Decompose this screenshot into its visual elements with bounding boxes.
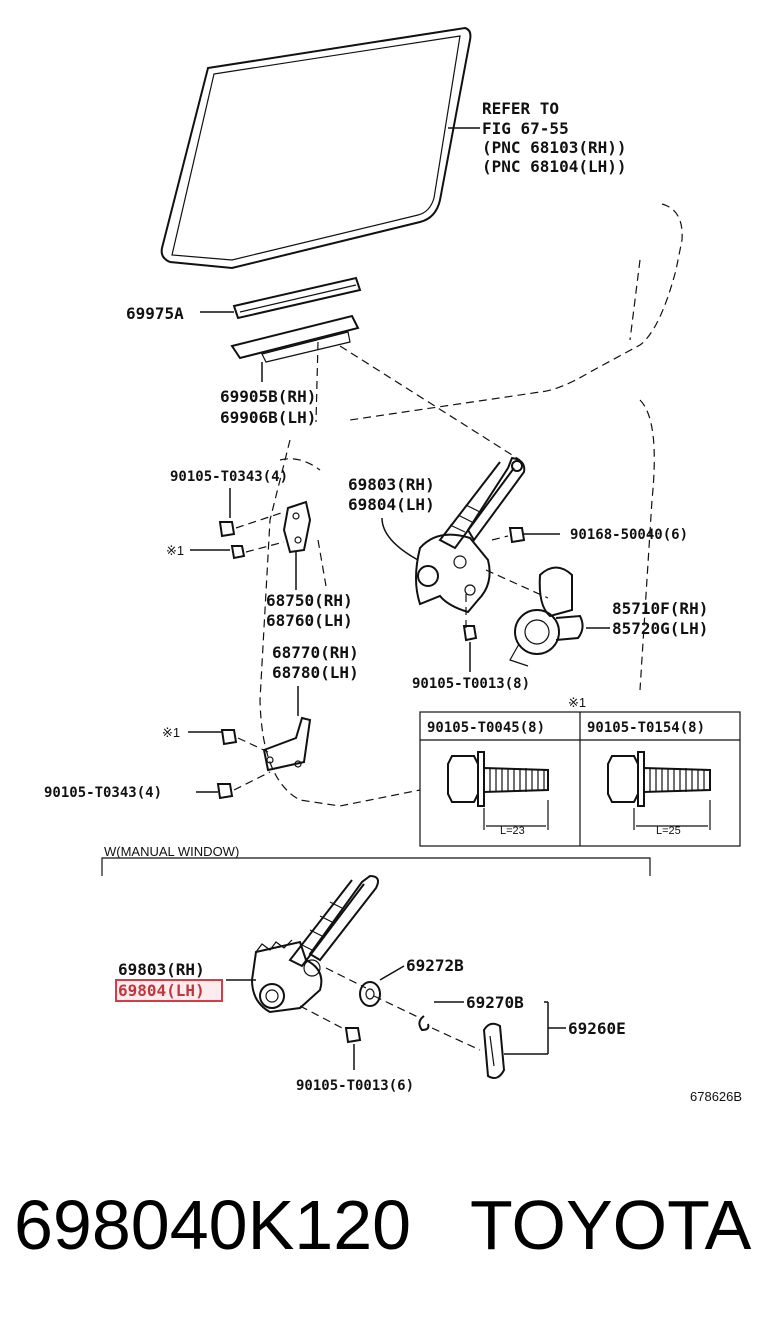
label-refer-1: REFER TO bbox=[482, 99, 559, 118]
weatherstrip-outer bbox=[200, 276, 362, 320]
label-68760: 68760(LH) bbox=[266, 611, 353, 630]
label-figure-code: 678626B bbox=[690, 1089, 742, 1104]
bolt-mark1-bottom bbox=[188, 729, 269, 753]
label-refer-2: FIG 67-55 bbox=[482, 119, 569, 138]
label-69804-top: 69804(LH) bbox=[348, 495, 435, 514]
lower-sash-bracket bbox=[282, 500, 327, 590]
label-68780: 68780(LH) bbox=[272, 663, 359, 682]
label-refer-3: (PNC 68103(RH)) bbox=[482, 138, 627, 157]
label-mark1-a: ※1 bbox=[166, 543, 184, 558]
snap-ring bbox=[418, 1001, 464, 1032]
label-69272b: 69272B bbox=[406, 956, 464, 975]
label-69975a: 69975A bbox=[126, 304, 184, 323]
bolt-90105-t0013-bottom bbox=[344, 1027, 362, 1070]
bolt-group bbox=[188, 488, 560, 800]
window-handle bbox=[482, 1001, 566, 1079]
flange-bolt-right bbox=[607, 751, 711, 830]
label-69905b: 69905B(RH) bbox=[220, 387, 316, 406]
bolt-bottom-left bbox=[196, 771, 271, 800]
bolt-top-left bbox=[218, 488, 285, 538]
label-refer-4: (PNC 68104(LH)) bbox=[482, 157, 627, 176]
label-69803-bottom: 69803(RH) bbox=[118, 960, 205, 979]
label-85710f: 85710F(RH) bbox=[612, 599, 708, 618]
run-channel bbox=[230, 314, 521, 461]
label-90105-t0013-6: 90105-T0013(6) bbox=[296, 1078, 414, 1094]
part-number: 698040K120 bbox=[14, 1186, 412, 1264]
manual-window-bracket bbox=[101, 857, 651, 876]
table-dim-left: L=23 bbox=[500, 825, 525, 837]
label-manual-window: W(MANUAL WINDOW) bbox=[104, 844, 239, 859]
label-69804-bottom: 69804(LH) bbox=[118, 981, 205, 1000]
brand-name: TOYOTA bbox=[470, 1186, 752, 1264]
label-69270b: 69270B bbox=[466, 993, 524, 1012]
washer bbox=[359, 965, 405, 1007]
label-90105-t0343-bottom: 90105-T0343(4) bbox=[44, 785, 162, 801]
bolt-mark1-top bbox=[190, 541, 285, 560]
label-68770: 68770(RH) bbox=[272, 643, 359, 662]
selected-part-highlight bbox=[115, 979, 223, 1002]
label-69803-top: 69803(RH) bbox=[348, 475, 435, 494]
flange-bolt-left bbox=[447, 751, 549, 830]
power-regulator-assembly bbox=[381, 456, 549, 628]
label-85720g: 85720G(LH) bbox=[612, 619, 708, 638]
regulator-motor bbox=[509, 566, 610, 667]
door-glass bbox=[160, 26, 480, 270]
label-90105-t0013-8: 90105-T0013(8) bbox=[412, 676, 530, 692]
label-69906b: 69906B(LH) bbox=[220, 408, 316, 427]
label-mark1-c: ※1 bbox=[162, 725, 180, 740]
label-90105-t0343-top: 90105-T0343(4) bbox=[170, 469, 288, 485]
bolt-90168 bbox=[491, 527, 560, 544]
table-header-left: 90105-T0045(8) bbox=[427, 720, 545, 736]
label-69260e: 69260E bbox=[568, 1019, 626, 1038]
bolt-spec-table: 90105-T0045(8) 90105-T0154(8) L=23 L=25 bbox=[419, 711, 741, 847]
door-frame-outline bbox=[259, 203, 683, 807]
label-90168: 90168-50040(6) bbox=[570, 527, 688, 543]
manual-regulator-assembly bbox=[226, 874, 481, 1051]
lower-bracket bbox=[262, 686, 312, 772]
table-header-right: 90105-T0154(8) bbox=[587, 720, 705, 736]
table-dim-right: L=25 bbox=[656, 825, 681, 837]
label-68750: 68750(RH) bbox=[266, 591, 353, 610]
label-mark1-b: ※1 bbox=[568, 695, 586, 710]
bolt-90105-t0013-top bbox=[462, 625, 478, 672]
